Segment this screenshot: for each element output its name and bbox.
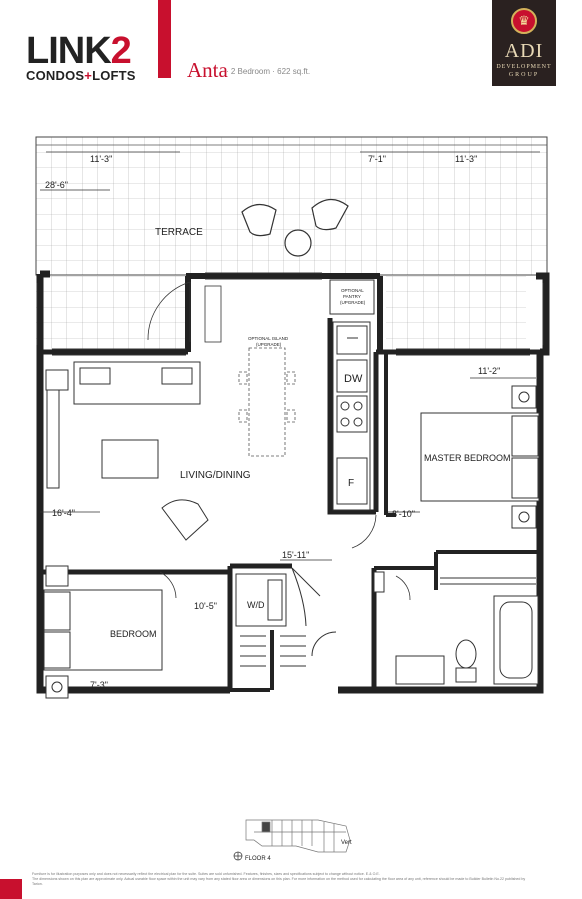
label-pantry: PANTRY: [343, 294, 361, 299]
label-terrace: TERRACE: [155, 227, 203, 238]
developer-line2: GROUP: [508, 72, 540, 78]
dim-terrace-w2: 7'-1": [368, 154, 386, 164]
footer-line-1: Furniture is for illustration purposes o…: [32, 872, 380, 876]
accent-corner: [0, 879, 22, 899]
dimension-lines: [40, 151, 540, 561]
windows: [36, 272, 544, 356]
label-fridge: F: [348, 478, 354, 489]
terrace-door: [147, 281, 222, 343]
dimension-labels: 11'-3" 7'-1" 11'-3" 28'-6" 16'-4" 11'-2"…: [45, 154, 500, 690]
developer-logo: ♛ ADI DEVELOPMENT GROUP: [492, 0, 556, 86]
footer-disclaimer: Furniture is for illustration purposes o…: [32, 872, 532, 887]
brand-tagline: CONDOS+LOFTS: [26, 68, 136, 83]
keyplan-floor: FLOOR 4: [245, 856, 271, 862]
laundry-closet: [235, 567, 337, 667]
dim-bedroom-depth: 10'-5": [194, 601, 217, 611]
walls: [36, 270, 550, 694]
brand-logo: LINK2: [26, 30, 132, 72]
dim-master-depth: 8'-10": [392, 509, 415, 519]
living-furniture: [46, 361, 209, 541]
label-optional-island-upgrade: (UPGRADE): [256, 342, 282, 347]
label-master-bedroom: MASTER BEDROOM: [424, 453, 511, 463]
terrace-furniture: [241, 198, 349, 257]
door-swings: [159, 514, 411, 601]
dim-master-width: 11'-2": [478, 366, 500, 376]
developer-name: ADI: [504, 40, 544, 62]
dim-terrace-w3: 11'-3": [455, 154, 477, 164]
accent-bar: [158, 0, 171, 78]
dim-living-width: 16'-4": [52, 508, 75, 518]
kitchen: [329, 279, 375, 511]
master-bedroom-furniture: [420, 385, 540, 529]
key-plan: [233, 819, 351, 861]
label-bedroom: BEDROOM: [110, 629, 157, 639]
footer-line-2: The dimensions shown on this plan are ap…: [32, 877, 526, 886]
label-dishwasher: DW: [344, 373, 363, 385]
bedroom-furniture: [43, 369, 163, 699]
dim-terrace-length: 28'-6": [45, 180, 68, 190]
developer-line1: DEVELOPMENT: [496, 64, 552, 70]
unit-spec: · 2 Bedroom · 622 sq.ft.: [226, 67, 311, 76]
label-optional-island: OPTIONAL ISLAND: [248, 336, 289, 341]
unit-name: Anta: [187, 58, 228, 82]
room-labels: TERRACE LIVING/DINING MASTER BEDROOM BED…: [110, 227, 511, 639]
label-optional-pantry: OPTIONAL: [341, 288, 364, 293]
dim-hall: 15'-11": [282, 550, 309, 560]
label-pantry-upgrade: (UPGRADE): [340, 300, 366, 305]
dim-terrace-w1: 11'-3": [90, 154, 112, 164]
crest-icon: ♛: [511, 8, 537, 34]
dim-bedroom-width: 7'-3": [90, 680, 108, 690]
bathroom: [373, 571, 539, 685]
label-living-dining: LIVING/DINING: [180, 470, 251, 481]
label-washer-dryer: W/D: [247, 600, 265, 610]
optional-island: [238, 347, 296, 457]
keyplan-side: Vert: [341, 840, 352, 846]
